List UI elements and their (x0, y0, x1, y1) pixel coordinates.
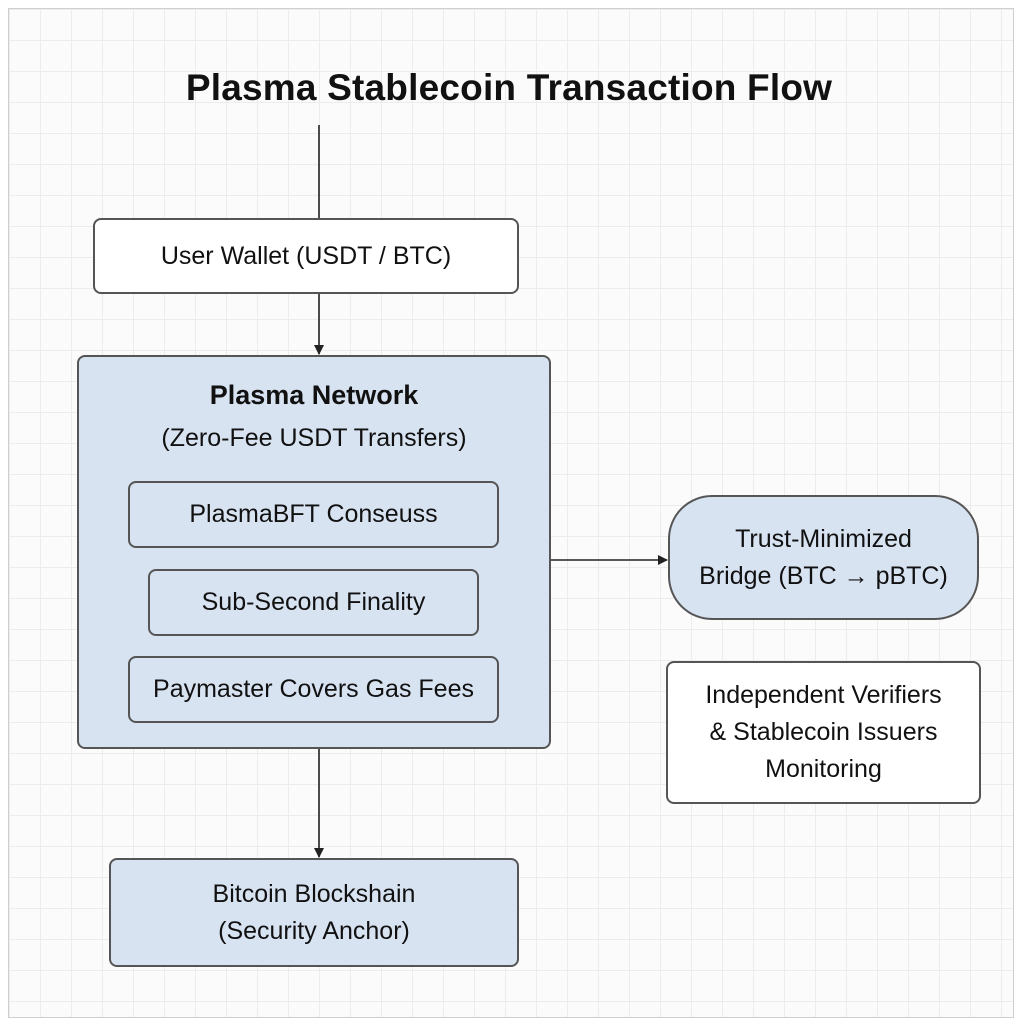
verifiers-line-3: Monitoring (765, 755, 882, 783)
bitcoin-node: Bitcoin Blockshain (Security Anchor) (109, 858, 519, 967)
plasma-network-title: Plasma Network (209, 380, 419, 410)
bitcoin-line-1: Bitcoin Blockshain (212, 879, 416, 908)
user-wallet-node: User Wallet (USDT / BTC) (93, 218, 519, 294)
verifiers-line-1: Independent Verifiers (705, 681, 942, 709)
component-finality-label: Sub-Second Finality (201, 588, 426, 616)
verifiers-node: Independent Verifiers & Stablecoin Issue… (666, 661, 981, 804)
component-paymaster: Paymaster Covers Gas Fees (128, 656, 499, 723)
bitcoin-line-2: (Security Anchor) (218, 916, 410, 945)
user-wallet-label: User Wallet (USDT / BTC) (160, 241, 452, 270)
bridge-line-2: Bridge (BTC → pBTC) (699, 561, 948, 590)
component-consensus: PlasmaBFT Conseuss (128, 481, 499, 548)
component-paymaster-label: Paymaster Covers Gas Fees (153, 675, 474, 703)
verifiers-line-2: & Stablecoin Issuers (709, 718, 938, 746)
bridge-node: Trust-Minimized Bridge (BTC → pBTC) (668, 495, 979, 620)
component-consensus-label: PlasmaBFT Conseuss (189, 500, 438, 528)
plasma-network-subtitle: (Zero-Fee USDT Transfers) (161, 424, 467, 452)
diagram-title: Plasma Stablecoin Transaction Flow (185, 67, 833, 108)
bridge-line-1: Trust-Minimized (735, 524, 912, 553)
component-finality: Sub-Second Finality (148, 569, 479, 636)
